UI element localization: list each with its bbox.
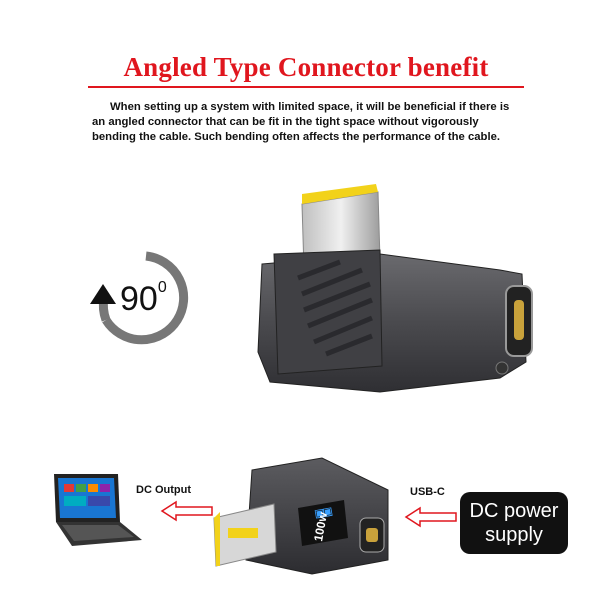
svg-text:▣▣: ▣▣ (314, 503, 334, 522)
arrow-left-icon-2 (404, 506, 457, 528)
rotation-unit: 0 (157, 278, 167, 296)
dc-power-supply-box: DC power supply (460, 492, 568, 554)
power-box-line2: supply (485, 524, 543, 546)
connector-with-display-image: ▣▣ 100w (213, 457, 389, 575)
laptop-icon (54, 474, 142, 546)
rotation-arrow-icon (90, 251, 189, 345)
title-underline (88, 86, 524, 88)
display-value-text: 100w (311, 511, 330, 543)
description-text: When setting up a system with limited sp… (92, 101, 510, 143)
page-title: Angled Type Connector benefit (123, 52, 489, 82)
rotation-degree-label: 900 (120, 278, 167, 319)
angled-connector-image (257, 184, 533, 393)
arrow-left-icon (160, 500, 213, 522)
usb-c-label: USB-C (410, 486, 445, 498)
power-box-line1: DC power (469, 500, 559, 522)
dc-output-label: DC Output (136, 484, 191, 496)
rotation-value: 90 (120, 280, 158, 318)
